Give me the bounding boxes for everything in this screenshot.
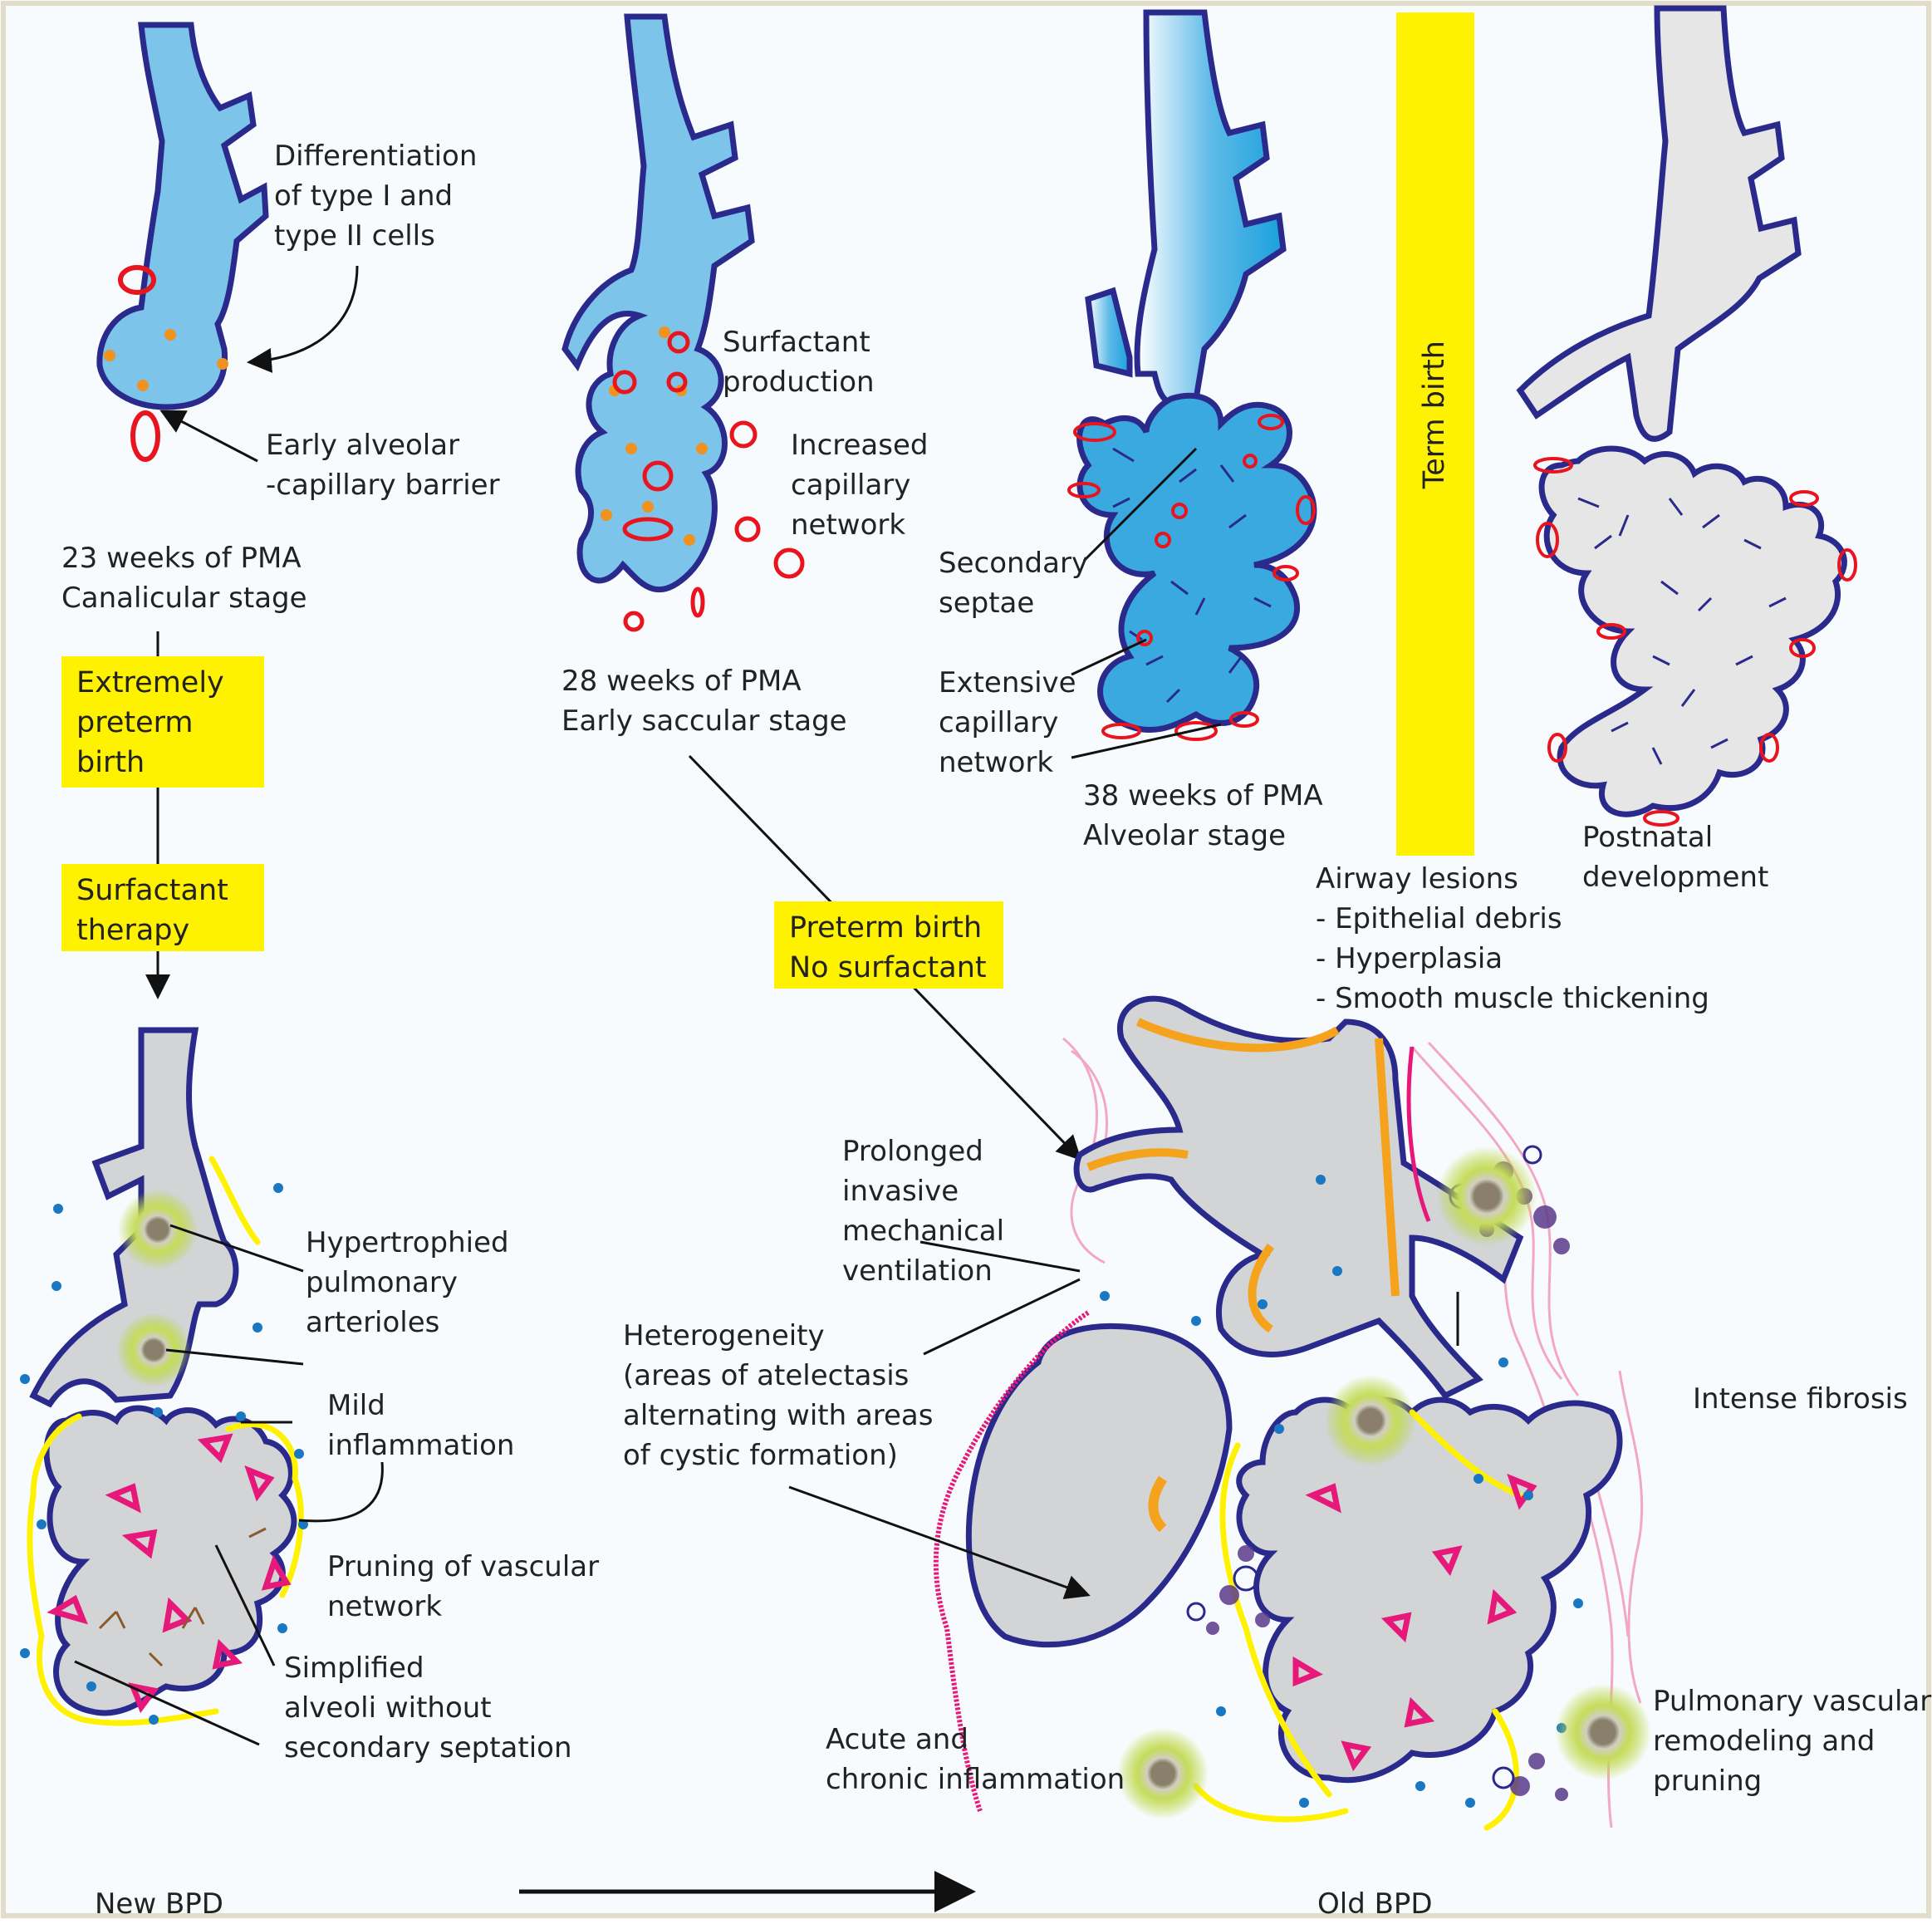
- label-pulmonary-vascular-remodeling: Pulmonary vascular remodeling and prunin…: [1653, 1681, 1931, 1801]
- inflammation-focus-3: [1437, 1146, 1537, 1246]
- label-heterogeneity: Heterogeneity (areas of atelectasis alte…: [623, 1316, 934, 1475]
- label-intense-fibrosis: Intense fibrosis: [1693, 1379, 1908, 1419]
- box-surfactant-therapy: Surfactant therapy: [61, 864, 264, 951]
- box-preterm-no-surfactant: Preterm birth No surfactant: [774, 901, 1003, 989]
- inflammation-focus-5: [1117, 1728, 1209, 1819]
- label-stage-38: 38 weeks of PMA Alveolar stage: [1083, 776, 1323, 856]
- inflammation-focus-4: [1325, 1375, 1416, 1466]
- label-increased-capillary: Increased capillary network: [791, 425, 928, 545]
- label-acute-chronic-inflammation: Acute and chronic inflammation: [826, 1720, 1125, 1799]
- label-pruning-vascular: Pruning of vascular network: [327, 1547, 599, 1627]
- old-bpd-drawing: [936, 999, 1651, 1828]
- label-extensive-capillary: Extensive capillary network: [939, 663, 1076, 783]
- label-prolonged-ventilation: Prolonged invasive mechanical ventilatio…: [842, 1131, 1004, 1291]
- differentiation-arrow: [249, 266, 357, 362]
- postnatal-airway-drawing: [1520, 8, 1856, 825]
- canalicular-airway-drawing: [100, 25, 266, 459]
- label-surfactant-production: Surfactant production: [723, 322, 875, 402]
- label-mild-inflammation: Mild inflammation: [327, 1386, 514, 1465]
- label-term-birth: Term birth: [1418, 341, 1451, 488]
- label-new-bpd: New BPD: [95, 1884, 223, 1924]
- label-early-barrier: Early alveolar -capillary barrier: [266, 425, 500, 505]
- box-extremely-preterm: Extremely preterm birth: [61, 656, 264, 788]
- label-airway-lesions: Airway lesions - Epithelial debris - Hyp…: [1316, 859, 1709, 1018]
- label-stage-23: 23 weeks of PMA Canalicular stage: [61, 538, 307, 618]
- new-bpd-drawing: [20, 1030, 308, 1725]
- label-secondary-septae: Secondary septae: [939, 543, 1088, 623]
- inflammation-focus-6: [1555, 1684, 1651, 1780]
- barrier-arrow: [162, 411, 257, 461]
- label-simplified-alveoli: Simplified alveoli without secondary sep…: [284, 1648, 572, 1768]
- inflammation-curve: [299, 1462, 382, 1521]
- label-old-bpd: Old BPD: [1317, 1884, 1433, 1924]
- inflammation-focus-2: [116, 1313, 191, 1387]
- alveolar-airway-drawing: [1069, 12, 1314, 739]
- label-hypertrophied-arterioles: Hypertrophied pulmonary arterioles: [306, 1223, 509, 1342]
- label-differentiation: Differentiation of type I and type II ce…: [274, 136, 477, 256]
- label-stage-28: 28 weeks of PMA Early saccular stage: [561, 661, 847, 741]
